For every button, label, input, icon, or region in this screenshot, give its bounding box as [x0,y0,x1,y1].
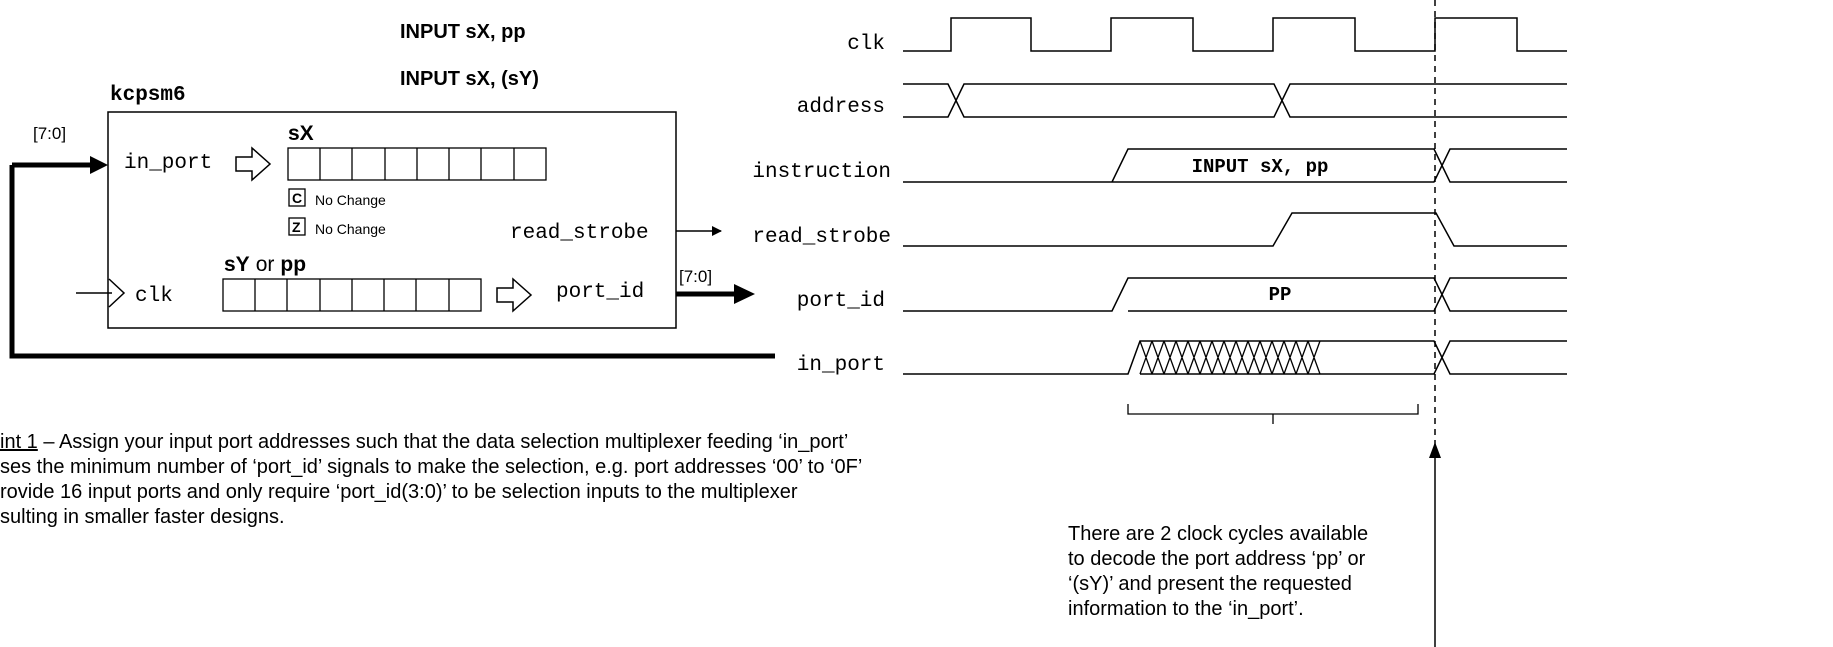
timing-label-read-strobe: read_strobe [752,226,891,249]
clk-input-symbol [108,278,126,308]
in-port-bus-width: [7:0] [33,124,66,143]
carry-flag-note: No Change [315,192,386,208]
hint-prefix: int 1 [0,431,38,453]
timing-note-line-1: There are 2 clock cycles available [1068,523,1369,545]
in-port-waveform [903,340,1567,375]
sy-to-port-id-arrow [496,277,533,313]
carry-flag: C [292,190,302,206]
read-strobe-label: read_strobe [510,222,649,245]
pp-register-label: pp [280,253,306,276]
zero-flag-box [288,217,306,236]
address-waveform [903,83,1567,118]
timing-note: There are 2 clock cycles available to de… [1068,522,1428,622]
zero-flag: Z [292,219,301,235]
hint-line-2: ses the minimum number of ‘port_id’ sign… [0,456,863,478]
instruction-waveform [903,148,1567,183]
timing-note-line-3: ‘(sY)’ and present the requested [1068,573,1352,595]
sy-register-label: sY [224,253,250,276]
hint-line-4: sulting in smaller faster designs. [0,506,285,528]
in-port-arrow-head [90,156,108,174]
instruction-value: INPUT sX, pp [1192,156,1329,178]
port-id-waveform [903,277,1567,312]
sx-register [287,147,547,181]
timing-note-line-4: information to the ‘in_port’. [1068,598,1304,620]
timing-label-instruction: instruction [752,161,891,184]
instruction-form-2: INPUT sX, (sY) [400,68,539,90]
clk-waveform [903,17,1567,52]
port-id-label: port_id [556,281,644,304]
in-port-label: in_port [124,152,212,175]
read-strobe-waveform [903,212,1567,247]
sample-edge-arrow-head [1429,442,1441,458]
timing-label-port-id: port_id [797,290,885,313]
kcpsm6-block [107,111,677,329]
timing-note-line-2: to decode the port address ‘pp’ or [1068,548,1366,570]
sx-register-label: sX [288,122,314,145]
port-id-value: PP [1269,284,1292,306]
hint-line-3: rovide 16 input ports and only require ‘… [0,481,798,503]
in-port-undefined-hatch [1139,340,1321,375]
instruction-form-1: INPUT sX, pp [400,21,526,43]
hint-line-1-text: – Assign your input port addresses such … [37,431,849,453]
hint-line-1: int 1 – Assign your input port addresses… [0,430,900,455]
hint-paragraph: int 1 – Assign your input port addresses… [0,430,900,530]
sy-or-word: or [256,253,275,276]
in-port-feedback-bus [9,165,775,359]
port-id-output-arrow-head [734,284,755,304]
timing-label-in-port: in_port [797,354,885,377]
zero-flag-note: No Change [315,221,386,237]
port-id-bus-width: [7:0] [679,267,712,286]
timing-label-clk: clk [847,33,885,56]
decode-window-bracket [1127,404,1419,424]
carry-flag-box [288,188,306,207]
clk-input-label: clk [135,285,173,308]
sy-pp-register [222,278,482,312]
timing-label-address: address [797,96,885,119]
in-port-to-sx-arrow [235,146,272,182]
block-name: kcpsm6 [110,84,186,107]
